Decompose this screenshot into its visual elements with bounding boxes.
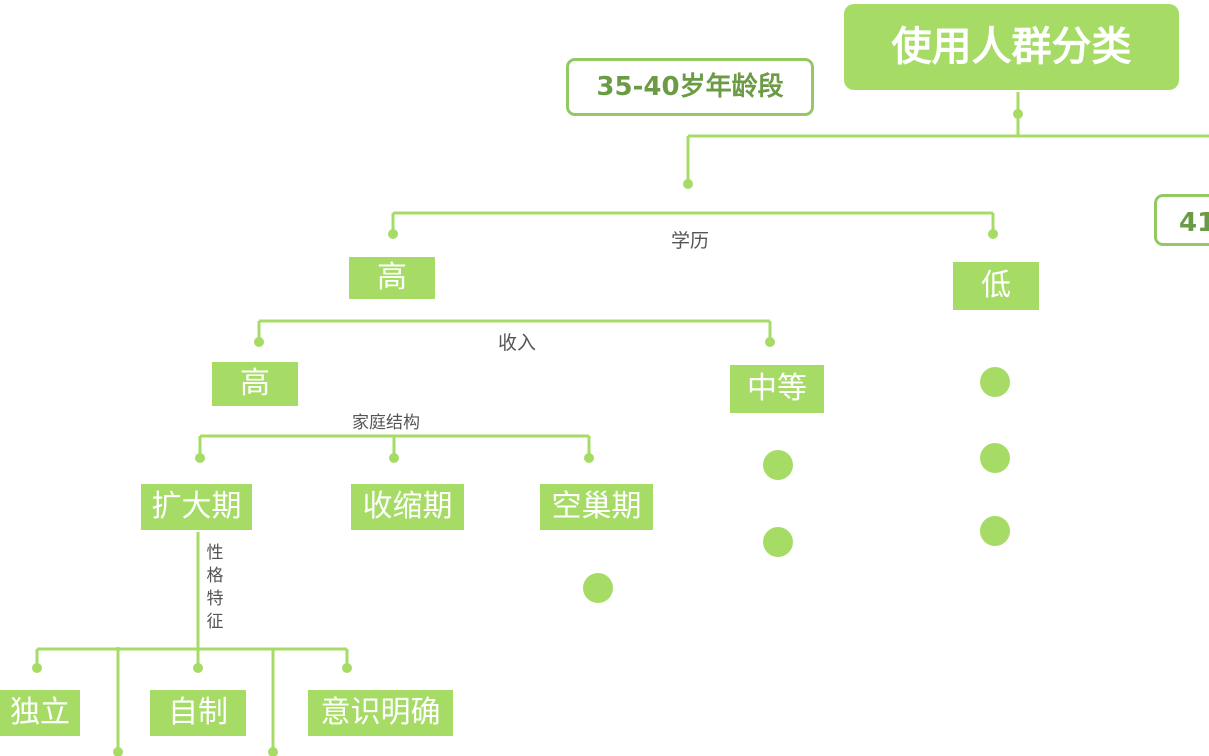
- trait-independent-node: 独立: [0, 690, 80, 736]
- income-medium-node: 中等: [730, 365, 824, 413]
- family-contraction-node: 收缩期: [351, 484, 464, 530]
- education-low-node: 低: [953, 262, 1039, 310]
- education-label: 学历: [671, 230, 710, 252]
- income-high-node: 高: [212, 362, 298, 406]
- income-label: 收入: [498, 332, 537, 354]
- age-group-41: 41: [1154, 194, 1209, 246]
- personality-label: 性格特征: [206, 543, 224, 632]
- family-structure-label: 家庭结构: [352, 413, 420, 433]
- trait-self-discipline-node: 自制: [150, 690, 246, 736]
- age-group-35-40: 35-40岁年龄段: [566, 58, 814, 116]
- family-expansion-node: 扩大期: [141, 484, 252, 530]
- education-high-node: 高: [349, 257, 435, 299]
- diagram-title: 使用人群分类: [844, 4, 1179, 90]
- trait-clear-awareness-node: 意识明确: [308, 690, 453, 736]
- family-empty-nest-node: 空巢期: [540, 484, 653, 530]
